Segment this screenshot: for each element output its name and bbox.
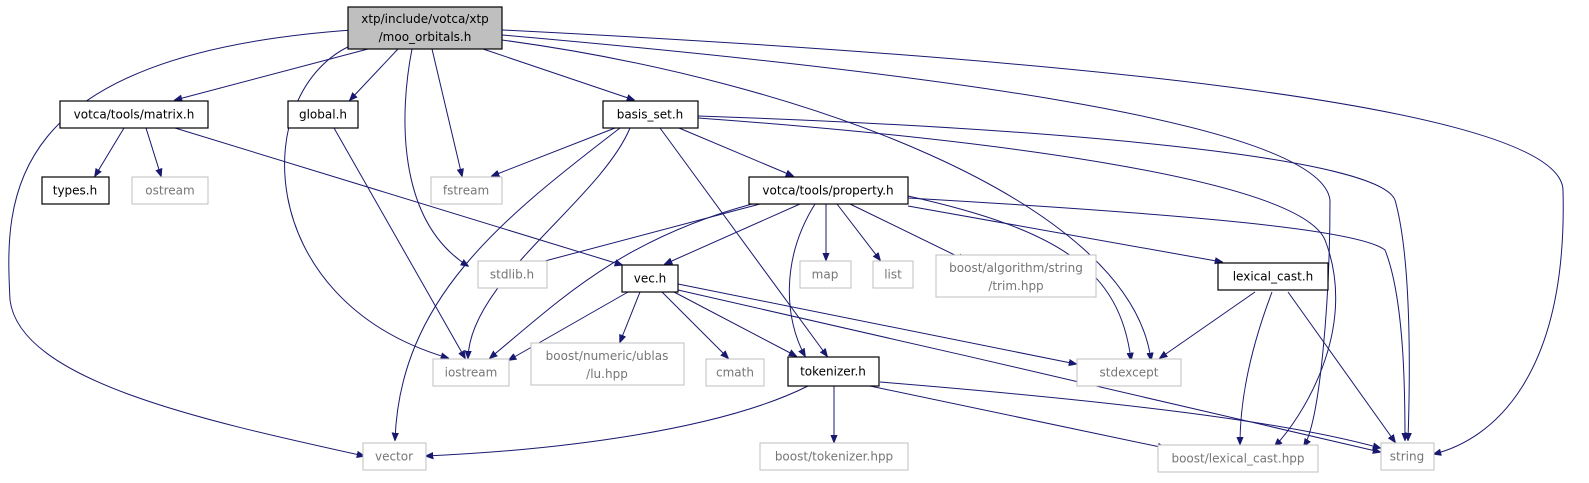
node-moo-orbitals-h[interactable]: xtp/include/votca/xtp /moo_orbitals.h	[347, 6, 503, 50]
edge-moo_orbitals-stdexcept	[501, 39, 1151, 360]
edge-basis_set-boost_lexical_cast	[697, 117, 1337, 446]
edge-moo_orbitals-string	[501, 29, 1564, 454]
edge-lexical_cast_h-stdexcept	[1160, 291, 1256, 358]
node-label: global.h	[299, 108, 347, 122]
edge-vec-string	[677, 289, 1380, 452]
node-label: stdlib.h	[490, 268, 534, 282]
node-trim-hpp[interactable]: boost/algorithm/string /trim.hpp	[935, 254, 1097, 298]
edge-lexical_cast_h-boost_lexical_cast	[1240, 291, 1273, 444]
node-label: vec.h	[634, 272, 667, 286]
edge-property-iostream	[490, 203, 753, 358]
edge-property-lexical_cast_h	[907, 205, 1222, 262]
node-types-h[interactable]: types.h	[41, 176, 110, 205]
node-label: boost/lexical_cast.hpp	[1171, 452, 1304, 466]
edge-property-stdlib	[526, 203, 761, 266]
node-property-h[interactable]: votca/tools/property.h	[748, 176, 909, 205]
edge-basis_set-property	[678, 127, 793, 176]
edge-moo_orbitals-vector	[8, 29, 364, 456]
node-label: cmath	[716, 366, 754, 380]
node-lexical-cast-h[interactable]: lexical_cast.h	[1217, 262, 1329, 291]
edge-matrix-ostream	[145, 127, 161, 176]
node-label: map	[812, 268, 839, 282]
edge-lexical_cast_h-string	[1287, 291, 1395, 442]
node-label: ostream	[145, 184, 194, 198]
node-stdlib-h[interactable]: stdlib.h	[477, 260, 548, 289]
node-label: iostream	[445, 366, 498, 380]
edge-moo_orbitals-basis_set	[482, 48, 634, 100]
node-layer: xtp/include/votca/xtp /moo_orbitals.h vo…	[41, 6, 1435, 473]
edge-tokenizer_h-vector	[426, 385, 809, 456]
node-list[interactable]: list	[872, 260, 914, 289]
edge-property-vec	[665, 203, 801, 264]
node-label: types.h	[53, 184, 97, 198]
node-label-line2: /moo_orbitals.h	[379, 30, 472, 44]
node-fstream[interactable]: fstream	[430, 176, 503, 205]
node-map[interactable]: map	[799, 260, 852, 289]
edge-vec-lu	[620, 291, 641, 342]
node-tokenizer-h[interactable]: tokenizer.h	[787, 356, 880, 387]
edge-basis_set-tokenizer_h	[659, 127, 827, 356]
node-global-h[interactable]: global.h	[287, 100, 359, 129]
edge-global-iostream	[333, 127, 465, 358]
node-label: lexical_cast.h	[1233, 270, 1314, 284]
node-label-line2: /trim.hpp	[988, 279, 1043, 293]
edge-moo_orbitals-matrix	[175, 48, 369, 100]
edge-matrix-vec	[174, 127, 622, 265]
node-label: fstream	[443, 184, 489, 198]
node-stdexcept[interactable]: stdexcept	[1076, 358, 1182, 387]
node-cmath[interactable]: cmath	[705, 358, 765, 387]
edge-property-list	[836, 203, 880, 260]
node-string[interactable]: string	[1380, 442, 1435, 471]
node-vec-h[interactable]: vec.h	[621, 264, 679, 293]
node-label: basis_set.h	[617, 108, 684, 122]
node-label: votca/tools/property.h	[762, 184, 893, 198]
node-lu-hpp[interactable]: boost/numeric/ublas /lu.hpp	[530, 342, 685, 386]
edge-vec-tokenizer_h	[673, 291, 796, 356]
edge-layer	[8, 29, 1564, 456]
node-label: list	[884, 268, 902, 282]
node-iostream[interactable]: iostream	[432, 358, 510, 387]
edge-tokenizer_h-string	[879, 381, 1380, 448]
node-label-line1: boost/algorithm/string	[949, 261, 1083, 275]
edge-basis_set-vector	[395, 127, 621, 440]
edge-property-string	[907, 197, 1405, 440]
edge-property-trim	[849, 203, 965, 260]
edge-moo_orbitals-global	[350, 48, 399, 100]
edge-vec-iostream	[509, 291, 629, 360]
node-label: votca/tools/matrix.h	[74, 108, 195, 122]
edge-moo_orbitals-fstream	[431, 48, 462, 176]
node-vector[interactable]: vector	[362, 442, 427, 471]
edge-basis_set-iostream	[468, 127, 631, 358]
node-ostream[interactable]: ostream	[131, 176, 209, 205]
node-boost-tokenizer-hpp[interactable]: boost/tokenizer.hpp	[759, 442, 909, 471]
edge-moo_orbitals-iostream	[284, 44, 448, 358]
node-label: vector	[375, 450, 413, 464]
node-matrix-h[interactable]: votca/tools/matrix.h	[59, 100, 209, 129]
edge-basis_set-fstream	[492, 127, 616, 176]
node-label: boost/tokenizer.hpp	[775, 450, 893, 464]
edge-matrix-types	[95, 127, 125, 176]
node-label-line2: /lu.hpp	[586, 367, 628, 381]
edge-moo_orbitals-boost_lexical_cast	[501, 34, 1331, 446]
edge-moo_orbitals-stdlib	[404, 48, 468, 266]
edge-property-tokenizer_h	[788, 203, 816, 356]
node-label: stdexcept	[1100, 366, 1159, 380]
node-label: tokenizer.h	[800, 365, 866, 379]
edge-vec-cmath	[661, 291, 728, 358]
node-label-line1: xtp/include/votca/xtp	[361, 12, 489, 26]
node-label: string	[1390, 450, 1424, 464]
node-boost-lexical-cast-hpp[interactable]: boost/lexical_cast.hpp	[1157, 444, 1319, 473]
edge-vec-stdexcept	[677, 283, 1076, 364]
edge-tokenizer_h-boost_lexical_cast	[869, 385, 1165, 448]
edge-basis_set-string	[697, 115, 1409, 440]
node-label-line1: boost/numeric/ublas	[546, 349, 669, 363]
node-basis-set-h[interactable]: basis_set.h	[602, 100, 699, 129]
